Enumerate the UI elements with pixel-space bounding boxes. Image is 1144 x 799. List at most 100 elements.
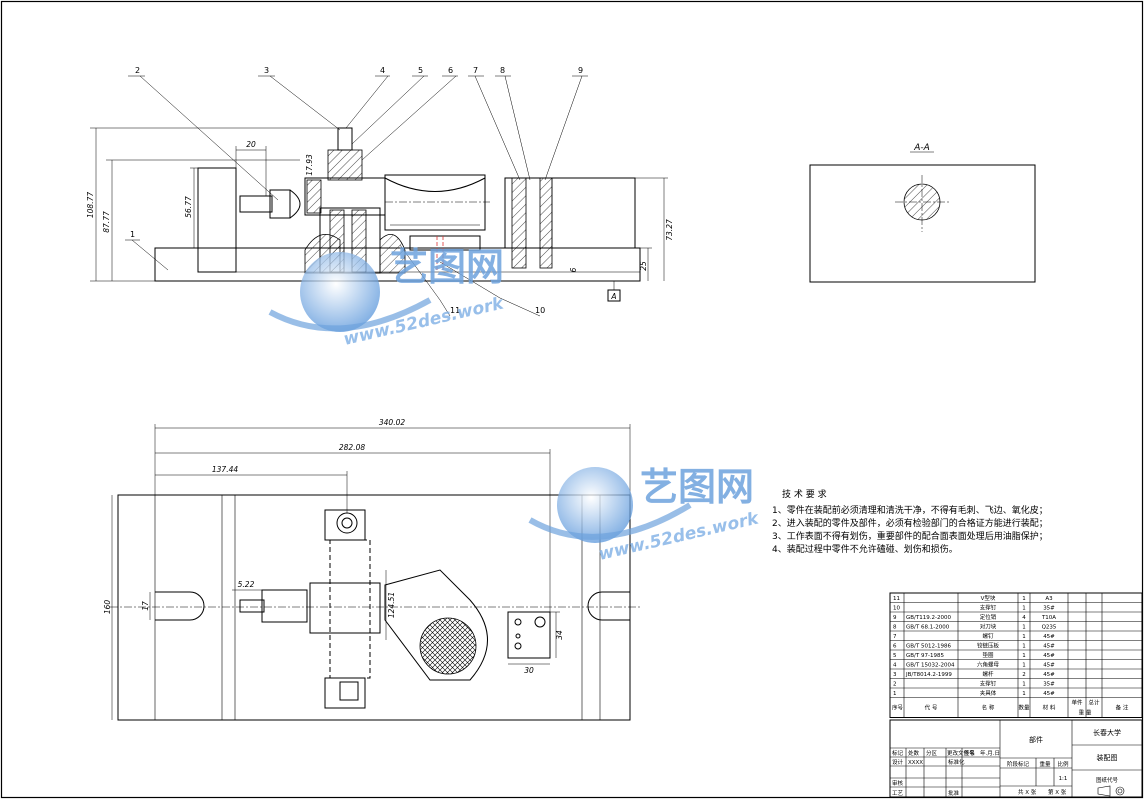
balloon-8: 8 — [500, 66, 505, 75]
note-line-1: 1、零件在装配前必须清理和清洗干净，不得有毛刺、飞边、氧化皮； — [772, 504, 1048, 516]
bom-cell-name: 铰链压板 — [977, 642, 1000, 650]
bom-cell-name: 支撑钉 — [980, 604, 997, 612]
section-label: A-A — [913, 143, 930, 153]
bom-cell-no: 6 — [893, 644, 897, 650]
drawing-number: 图纸代号 — [1096, 776, 1119, 784]
designer-label: 设计 — [892, 758, 904, 766]
bom-cell-name: 对刀块 — [980, 623, 997, 631]
scale-value: 1:1 — [1059, 776, 1068, 782]
plan-view: 340.02 282.08 137.44 5.22 160 17 124.51 … — [103, 418, 640, 721]
bom-cell-code: JB/T8014.2-1999 — [905, 672, 952, 678]
bom-header-note: 备 注 — [1116, 704, 1129, 712]
dim-282: 282.08 — [339, 443, 365, 452]
date-label: 年.月.日 — [980, 749, 1000, 757]
bom-cell-mat: T10A — [1041, 615, 1056, 621]
designer-name: XXXX — [908, 760, 923, 766]
balloon-4: 4 — [380, 66, 385, 75]
bom-cell-qty: 1 — [1022, 625, 1026, 631]
bom-cell-name: V型块 — [981, 594, 996, 602]
zone-label: 分区 — [926, 749, 938, 757]
plan-dimensions: 340.02 282.08 137.44 5.22 160 17 124.51 … — [103, 418, 631, 720]
watermark-2: 艺图网 www.52des.work — [528, 465, 762, 565]
bom-cell-no: 5 — [893, 653, 897, 659]
note-line-2: 2、进入装配的零件及部件，必须有检验部门的合格证方能进行装配； — [772, 517, 1048, 529]
sign-label: 签名 — [964, 749, 975, 757]
school-name: 长春大学 — [1093, 728, 1121, 737]
standard-label: 标准化 — [948, 758, 965, 766]
bom-cell-qty: 2 — [1022, 672, 1026, 678]
technical-notes: 技 术 要 求 1、零件在装配前必须清理和清洗干净，不得有毛刺、飞边、氧化皮； … — [772, 488, 1048, 555]
count-label: 处数 — [908, 749, 920, 757]
section-view: A-A — [809, 143, 1036, 283]
bom-cell-no: 2 — [893, 682, 897, 688]
watermark-globe-icon — [300, 252, 380, 332]
front-dimensions: 108.77 87.77 56.77 20 17.93 73.27 25 6 — [86, 127, 674, 282]
bom-cell-qty: 4 — [1022, 615, 1026, 621]
plan-base — [117, 494, 631, 721]
bom-cell-mat: Q235 — [1042, 625, 1057, 631]
dim-56: 56.77 — [184, 196, 193, 218]
watermark-text: 艺图网 — [390, 245, 504, 289]
bom-cell-qty: 1 — [1022, 682, 1026, 688]
stage-label: 阶段标记 — [1007, 760, 1030, 768]
dim-5: 5.22 — [238, 580, 255, 589]
dim-160: 160 — [103, 600, 112, 615]
bom-cell-mat: 45# — [1043, 672, 1055, 678]
bom-header-no: 序号 — [892, 704, 904, 712]
bom-cell-no: 4 — [893, 663, 897, 669]
bom-cell-no: 1 — [893, 691, 897, 697]
bom-cell-qty: 1 — [1022, 644, 1026, 650]
bom-cell-name: 螺杆 — [982, 670, 994, 678]
mark-label: 标记 — [892, 749, 904, 757]
bom-cell-qty: 1 — [1022, 634, 1026, 640]
bom-cell-mat: 45# — [1043, 663, 1055, 669]
bom-header-unit: 单件 — [1071, 699, 1083, 707]
ratio-label: 比例 — [1057, 760, 1069, 768]
dim-87: 87.77 — [102, 211, 111, 233]
bom-cell-name: 螺钉 — [982, 632, 994, 640]
dim-340: 340.02 — [379, 418, 405, 427]
balloon-7: 7 — [473, 66, 478, 75]
balloon-3: 3 — [264, 66, 269, 75]
watermark-globe-icon — [557, 467, 633, 543]
note-line-4: 4、装配过程中零件不允许磕碰、划伤和损伤。 — [772, 543, 958, 555]
bom-cell-no: 11 — [893, 596, 900, 602]
dim-17: 17.93 — [305, 154, 314, 176]
bom-cell-no: 7 — [893, 634, 897, 640]
bom-cell-qty: 1 — [1022, 663, 1026, 669]
front-view: A 108.77 87.77 56.77 20 17.93 73.27 25 6 — [86, 66, 674, 317]
dim-6: 6 — [569, 267, 578, 272]
dim-124: 124.51 — [387, 592, 396, 618]
dim-34: 34 — [555, 630, 564, 640]
bom-cell-name: 夹具体 — [980, 689, 997, 697]
bom-cell-qty: 1 — [1022, 606, 1026, 612]
sheet-number: 第 X 张 — [1048, 788, 1067, 796]
balloon-2: 2 — [135, 66, 140, 75]
bom-cell-name: 支撑钉 — [980, 680, 997, 688]
balloon-5: 5 — [418, 66, 423, 75]
balloon-9: 9 — [578, 66, 583, 75]
watermark-text: 艺图网 — [640, 465, 754, 509]
bom-cell-code: GB/T119.2-2000 — [906, 615, 951, 621]
dim-73: 73.27 — [665, 219, 674, 241]
change-label: 更改文件号 — [947, 749, 975, 757]
dim-137: 137.44 — [212, 465, 238, 474]
bom-cell-qty: 1 — [1022, 653, 1026, 659]
drawing-name: 装配图 — [1097, 753, 1118, 762]
bom-cell-mat: 45# — [1043, 653, 1055, 659]
bom-cell-name: 垫圈 — [982, 651, 994, 659]
bom-header-name: 名 称 — [982, 704, 995, 712]
balloon-1: 1 — [130, 230, 135, 239]
dim-20: 20 — [246, 140, 256, 149]
title-block: 长春大学 装配图 图纸代号 部件 阶段标记 重量 比例 1:1 共 X 张 第 … — [889, 719, 1143, 798]
bom-cell-mat: 45# — [1043, 644, 1055, 650]
left-riser — [197, 167, 237, 273]
bom-cell-name: 六角螺母 — [977, 661, 1000, 669]
bom-cell-mat: 45# — [1043, 634, 1055, 640]
bom-cell-qty: 1 — [1022, 596, 1026, 602]
bom-cell-no: 10 — [893, 606, 900, 612]
bom-header-qty: 数量 — [1018, 704, 1030, 712]
balloon-10: 10 — [535, 306, 545, 315]
